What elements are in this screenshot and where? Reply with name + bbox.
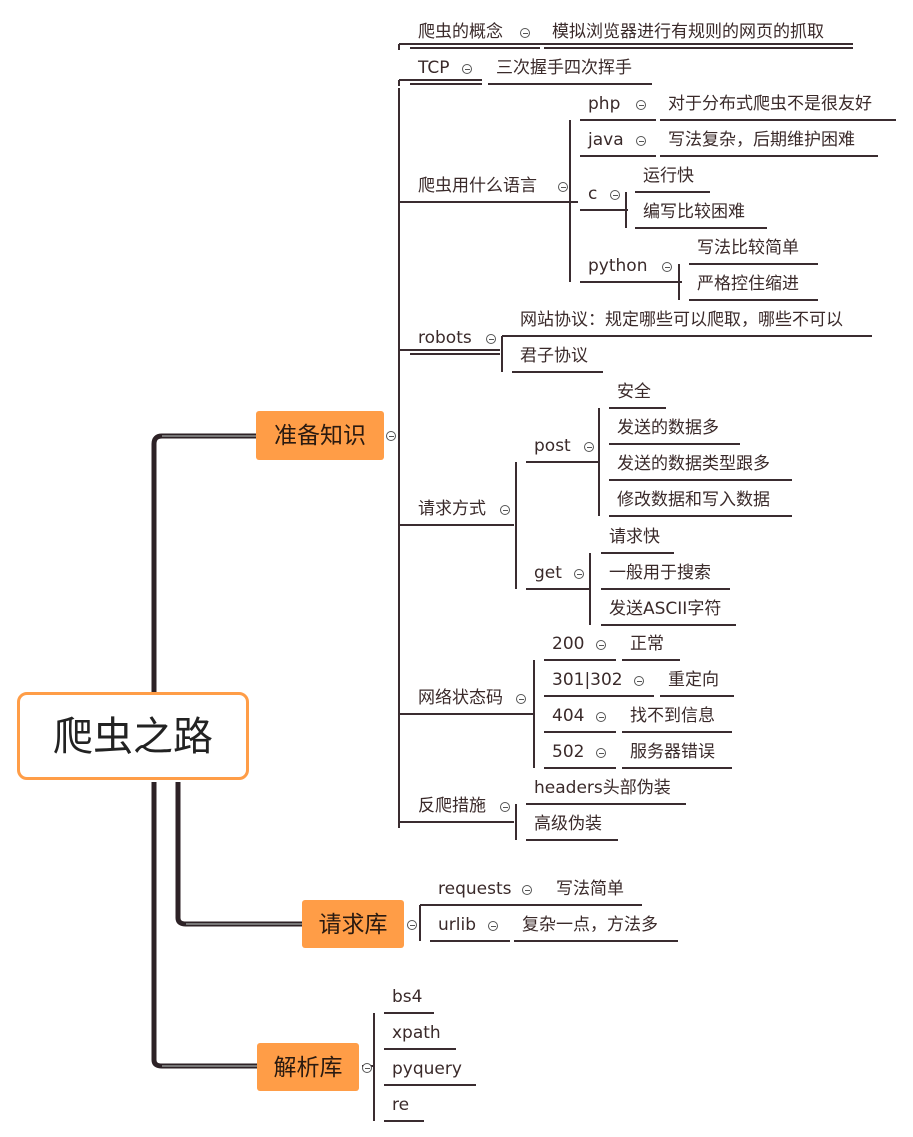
node-bs4[interactable]: bs4 <box>392 987 423 1007</box>
collapse-icon[interactable] <box>596 748 606 758</box>
collapse-icon[interactable] <box>486 334 496 344</box>
node-anti-2[interactable]: 高级伪装 <box>534 814 602 834</box>
collapse-icon[interactable] <box>610 190 620 200</box>
node-python[interactable]: python <box>588 256 648 276</box>
connector-curve <box>175 782 302 927</box>
node-robots[interactable]: robots <box>418 328 472 348</box>
collapse-icon[interactable] <box>516 694 526 704</box>
node-python-2[interactable]: 严格控住缩进 <box>697 274 799 294</box>
branch-node-prep[interactable]: 准备知识 <box>256 411 384 460</box>
node-c-1[interactable]: 运行快 <box>643 166 694 186</box>
node-post[interactable]: post <box>534 436 571 456</box>
node-s200-desc[interactable]: 正常 <box>630 634 664 654</box>
connector-curve <box>151 433 256 692</box>
node-php[interactable]: php <box>588 94 621 114</box>
collapse-icon[interactable] <box>636 136 646 146</box>
node-php-desc[interactable]: 对于分布式爬虫不是很友好 <box>668 94 872 114</box>
collapse-icon[interactable] <box>500 505 510 515</box>
node-c[interactable]: c <box>588 184 598 204</box>
node-tcp-desc[interactable]: 三次握手四次挥手 <box>496 58 632 78</box>
collapse-icon[interactable] <box>596 712 606 722</box>
node-anti-1[interactable]: headers头部伪装 <box>534 778 671 798</box>
node-xpath[interactable]: xpath <box>392 1023 441 1043</box>
branch-node-parse-libs[interactable]: 解析库 <box>257 1043 359 1091</box>
node-s502-desc[interactable]: 服务器错误 <box>630 742 715 762</box>
collapse-icon[interactable] <box>500 802 510 812</box>
node-java-desc[interactable]: 写法复杂，后期维护困难 <box>668 130 855 150</box>
collapse-icon[interactable] <box>558 182 568 192</box>
collapse-icon[interactable] <box>634 676 644 686</box>
node-robots-1[interactable]: 网站协议：规定哪些可以爬取，哪些不可以 <box>520 310 843 330</box>
node-concept[interactable]: 爬虫的概念 <box>418 22 503 42</box>
node-s404[interactable]: 404 <box>552 706 585 726</box>
node-tcp[interactable]: TCP <box>418 58 450 78</box>
collapse-icon[interactable] <box>584 442 594 452</box>
node-urllib[interactable]: urlib <box>438 915 477 935</box>
collapse-icon[interactable] <box>407 920 417 930</box>
connector-curve <box>151 782 257 1069</box>
node-c-2[interactable]: 编写比较困难 <box>643 202 745 222</box>
collapse-icon[interactable] <box>636 100 646 110</box>
node-status[interactable]: 网络状态码 <box>418 688 503 708</box>
collapse-icon[interactable] <box>386 431 396 441</box>
node-pyquery[interactable]: pyquery <box>392 1059 462 1079</box>
node-java[interactable]: java <box>588 130 624 150</box>
collapse-icon[interactable] <box>488 921 498 931</box>
node-requests-desc[interactable]: 写法简单 <box>556 879 624 899</box>
node-post-4[interactable]: 修改数据和写入数据 <box>617 490 770 510</box>
collapse-icon[interactable] <box>520 28 530 38</box>
node-requests[interactable]: requests <box>438 879 512 899</box>
node-post-3[interactable]: 发送的数据类型跟多 <box>617 454 770 474</box>
root-node[interactable]: 爬虫之路 <box>17 692 249 780</box>
node-get-3[interactable]: 发送ASCII字符 <box>609 599 722 619</box>
collapse-icon[interactable] <box>522 885 532 895</box>
node-get[interactable]: get <box>534 563 562 583</box>
node-s404-desc[interactable]: 找不到信息 <box>630 706 715 726</box>
node-s200[interactable]: 200 <box>552 634 585 654</box>
node-method[interactable]: 请求方式 <box>418 499 486 519</box>
collapse-icon[interactable] <box>596 640 606 650</box>
collapse-icon[interactable] <box>462 64 472 74</box>
node-get-2[interactable]: 一般用于搜索 <box>609 563 711 583</box>
node-urllib-desc[interactable]: 复杂一点，方法多 <box>522 915 658 935</box>
collapse-icon[interactable] <box>362 1063 372 1073</box>
collapse-icon[interactable] <box>662 262 672 272</box>
node-re[interactable]: re <box>392 1095 410 1115</box>
node-s502[interactable]: 502 <box>552 742 585 762</box>
node-s301-desc[interactable]: 重定向 <box>668 670 719 690</box>
branch-node-request-libs[interactable]: 请求库 <box>302 900 404 948</box>
node-lang[interactable]: 爬虫用什么语言 <box>418 176 537 196</box>
node-python-1[interactable]: 写法比较简单 <box>697 238 799 258</box>
node-post-2[interactable]: 发送的数据多 <box>617 418 719 438</box>
collapse-icon[interactable] <box>574 569 584 579</box>
node-s301[interactable]: 301|302 <box>552 670 623 690</box>
node-anti[interactable]: 反爬措施 <box>418 796 486 816</box>
node-get-1[interactable]: 请求快 <box>609 527 660 547</box>
node-concept-desc[interactable]: 模拟浏览器进行有规则的网页的抓取 <box>552 22 824 42</box>
node-post-1[interactable]: 安全 <box>617 382 651 402</box>
node-robots-2[interactable]: 君子协议 <box>520 346 588 366</box>
